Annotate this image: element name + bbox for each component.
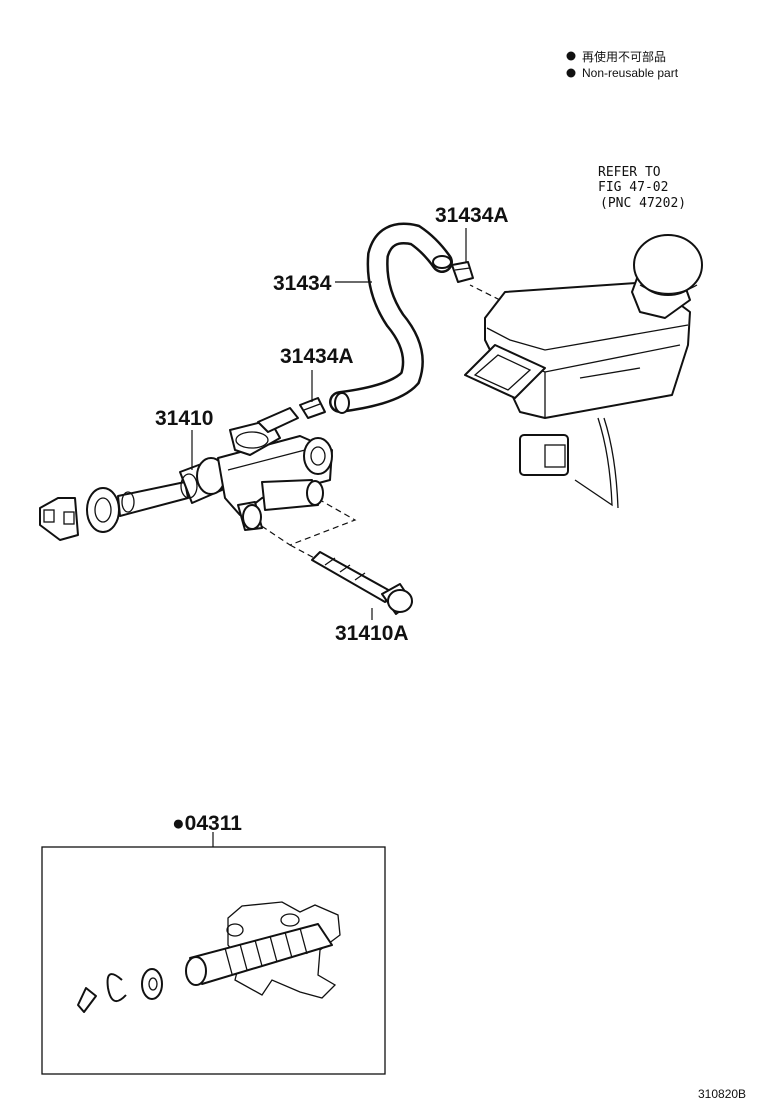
hose-31434 <box>329 222 453 414</box>
hose-clamp-top <box>451 261 474 283</box>
reservoir-tank <box>464 234 703 509</box>
legend: 再使用不可部品 Non-reusable part <box>566 49 679 80</box>
part-label-31410: 31410 <box>155 407 213 430</box>
part-label-31434A-mid: 31434A <box>280 345 354 368</box>
refer-line2: FIG 47-02 <box>598 180 668 195</box>
legend-en: Non-reusable part <box>582 66 679 80</box>
refer-note: REFER TO FIG 47-02 (PNC 47202) <box>598 165 686 211</box>
repair-kit <box>77 901 341 1013</box>
part-label-31434: 31434 <box>273 272 332 295</box>
bullet-icon <box>566 68 576 78</box>
part-label-31410A: 31410A <box>335 622 409 645</box>
bullet-icon <box>566 51 576 61</box>
legend-jp: 再使用不可部品 <box>582 49 666 64</box>
figure-id: 310820B <box>698 1087 746 1101</box>
dashed-guide <box>469 284 501 301</box>
bolt-31410A <box>311 551 413 615</box>
refer-line3: (PNC 47202) <box>600 196 686 211</box>
kit-box <box>41 846 386 1075</box>
master-cylinder <box>39 407 333 541</box>
part-label-04311: ●04311 <box>172 812 242 835</box>
part-label-31434A-top: 31434A <box>435 204 509 227</box>
refer-line1: REFER TO <box>598 165 661 180</box>
dashed-guide <box>289 544 319 561</box>
dashed-guide <box>244 499 357 546</box>
